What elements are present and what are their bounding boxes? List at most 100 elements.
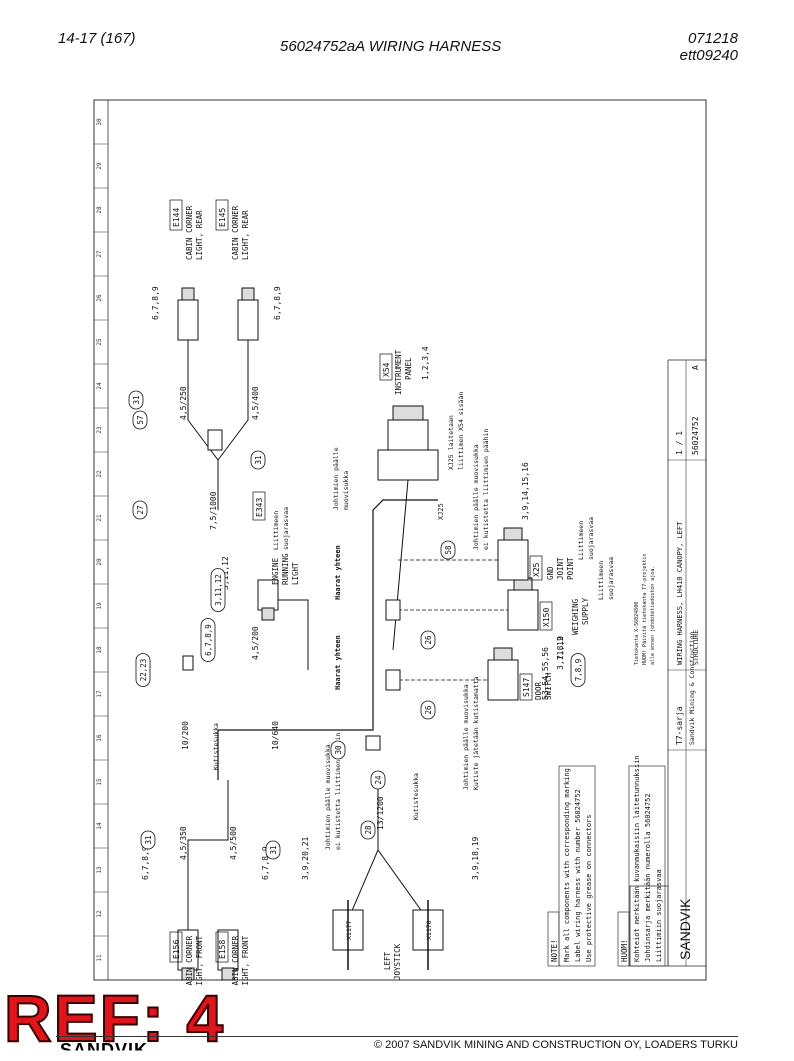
s147-line2: SWITCH (544, 672, 553, 700)
x25-line3: POINT (566, 557, 575, 580)
wire-bubble-label: 58 (444, 545, 453, 555)
wire-bubble-label: 24 (374, 775, 383, 785)
footer-divider (56, 1036, 738, 1037)
e144-line1: CABIN CORNER (185, 205, 194, 260)
x150-label-group: X150 WEIGHING SUPPLY 3,11,12 Liittimeen … (539, 557, 615, 670)
page-reference: 14-17 (167) (58, 30, 136, 47)
title-block-frame (667, 359, 707, 967)
annotation-cover-3b: Kutiste jätetään kutistamatta (472, 676, 480, 790)
huom-label: HUOM! (620, 939, 629, 962)
e145-label-group: E145 CABIN CORNER LIGHT, REAR 6,7,8,9 (215, 199, 282, 320)
huom-lines-box (628, 765, 666, 967)
cable-label-c6: 10/640 (271, 721, 280, 750)
grid-column-number: 18 (96, 646, 103, 654)
huom-line-3: Liittimiin suojarasvaa (655, 869, 663, 962)
wire-bubble (360, 820, 376, 840)
e158-line1: CABIN CORNER (231, 935, 240, 986)
title-block-rev-note-2: HUOM! Päivitä tietokanta T7-projektin (642, 554, 648, 665)
x150-note1: Liittimeen (597, 561, 605, 600)
wire-bubble-label: 30 (334, 745, 343, 755)
title-block-structure: STRUCTURE (692, 630, 700, 665)
s147-tag: S147 (522, 678, 531, 697)
harness-to-joystick (347, 780, 379, 921)
annotation-cover-4a: Johtimien päälle muovisukka (472, 444, 480, 550)
note-line-1: Mark all components with corresponding m… (563, 768, 571, 962)
x25-note1: Liittimeen (577, 521, 585, 560)
x1177-tag: X1177 (345, 920, 353, 940)
splice-box (365, 735, 381, 751)
annotation-cover-2b: ei kutistetta liittimen päähin (334, 733, 342, 850)
grid-column-number: 25 (96, 338, 103, 346)
harness-trunk (217, 499, 438, 780)
grid-column-number: 13 (96, 866, 103, 874)
copyright-notice: © 2007 SANDVIK MINING AND CONSTRUCTION O… (373, 1039, 738, 1051)
wire-bubble-label: 26 (424, 705, 433, 715)
x54-line1: INSTRUMENT (394, 349, 403, 395)
x1177-label-group: X1177 3,9,20,21 (301, 836, 353, 940)
e156-tag: E156 (172, 940, 181, 959)
wire-bubble (250, 450, 266, 470)
wire-bubble (420, 630, 436, 650)
cable-label-c8: 4,5/500 (229, 826, 238, 860)
e343-line3: LIGHT (291, 562, 300, 585)
grid-column-number: 24 (96, 382, 103, 390)
wire-bubble-label: 28 (364, 825, 373, 835)
grid-column-number: 22 (96, 470, 103, 478)
x54-wires: 1,2,3,4 (421, 346, 430, 380)
cable-label-c4: 4,5/200 (251, 626, 260, 660)
x1176-label-group: X1176 3,9,18,19 (425, 836, 480, 940)
xj25-note1: XJ25 laitetaan (447, 415, 455, 470)
splice-box (207, 429, 223, 451)
grid-column-number: 28 (96, 206, 103, 214)
s147-wires: 7,8,9 (556, 636, 565, 660)
connector-x54 (377, 405, 439, 481)
grid-column-number: 17 (96, 690, 103, 698)
grid-column-number: 29 (96, 162, 103, 170)
title-block-sheet: 1 / 1 (675, 431, 684, 455)
e343-tag: E343 (255, 498, 264, 517)
x54-line2: PANEL (404, 357, 413, 380)
x150-line1: WEIGHING (571, 598, 580, 635)
x25-label-group: X25 GND JOINT POINT 3,9,14,15,16 Liittim… (521, 462, 595, 581)
harness-to-e343 (278, 599, 309, 670)
e343-label-group: E343 ENGINE RUNNING LIGHT 3,11,12 Liitti… (221, 491, 300, 590)
e343-wires: 3,11,12 (221, 556, 230, 590)
ref-stamp: REF: 4 (3, 981, 226, 1055)
wire-bubble (370, 770, 386, 790)
joystick-line2: JOYSTICK (393, 943, 402, 980)
connector-e144 (177, 287, 199, 341)
x150-wires: 3,11,12 (556, 636, 565, 670)
wire-bubble (135, 653, 151, 687)
harness-to-joystick-2 (377, 849, 429, 921)
x25-line1: GND (546, 566, 555, 580)
title-block-rev-note-1: Tietokanta X-56024800 (634, 602, 640, 665)
title-block-revision: A (691, 365, 700, 370)
note-line-3: Use protective grease on connectors (585, 814, 593, 962)
x150-note2: suojarasvaa (607, 557, 615, 600)
x25-note2: suojarasvaa (587, 517, 595, 560)
wire-bubble (210, 568, 226, 612)
e145-line2: LIGHT, REAR (241, 210, 250, 260)
grid-column-number: 21 (96, 514, 103, 522)
e158-label-group: E158 CABIN CORNER LIGHT, FRONT 6,7,8,9 (215, 846, 270, 986)
grid-column-number: 11 (96, 954, 103, 962)
e144-tag: E144 (172, 208, 181, 227)
wire-bubble-label: 22,23 (139, 659, 148, 682)
wire-bubble (330, 740, 346, 760)
e145-tag: E145 (218, 208, 227, 227)
joystick-line1: LEFT (383, 951, 392, 970)
connector-x25 (497, 527, 529, 581)
x25-wires: 3,9,14,15,16 (521, 462, 530, 520)
e145-line1: CABIN CORNER (231, 205, 240, 260)
wire-bubble (420, 700, 436, 720)
annotation-cover-1a: Johtimien päälle (332, 447, 340, 510)
grid-column-number: 12 (96, 910, 103, 918)
x150-line2: SUPPLY (581, 597, 590, 625)
s147-label-group: S147 DOOR SWITCH 7,8,9 (519, 636, 565, 701)
connector-x1176 (412, 900, 444, 970)
wire-bubble-label: 6,7,8,9 (204, 624, 213, 656)
xj25-tag: XJ25 (437, 503, 445, 520)
wire-bubble (570, 653, 586, 687)
x25-line2: JOINT (556, 557, 565, 580)
